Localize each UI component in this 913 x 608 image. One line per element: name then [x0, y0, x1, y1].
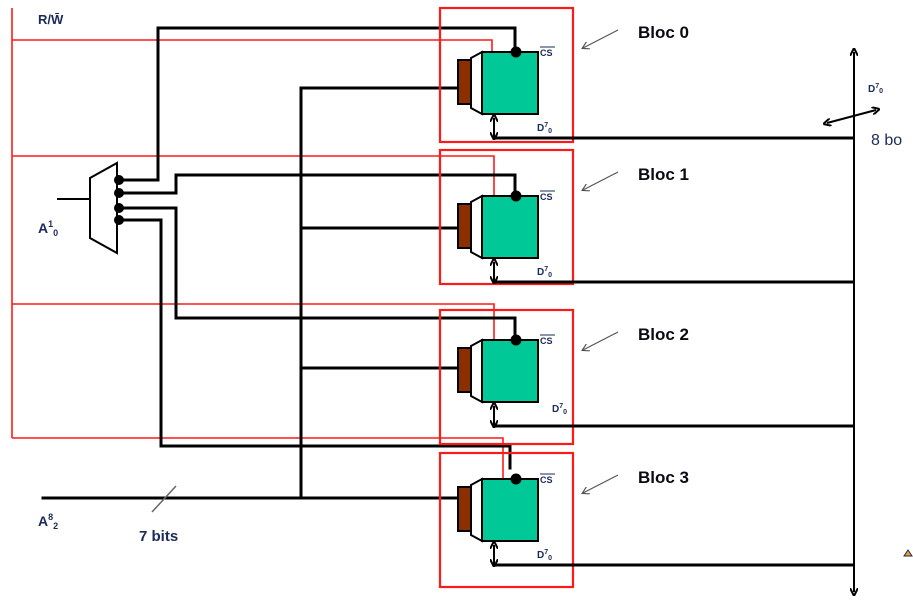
cs-connection-dot	[510, 334, 522, 346]
data-wire	[492, 136, 854, 140]
cs-connection-dot	[510, 473, 522, 485]
cs-label: CS	[540, 475, 553, 485]
cs-label: CS	[540, 336, 553, 346]
block-outline	[438, 451, 575, 589]
pointer-arrow-icon	[583, 474, 619, 493]
chip-select-wires	[117, 26, 517, 470]
address-decoder	[57, 161, 124, 255]
connector-icon	[457, 203, 472, 249]
bus-width-label: 7 bits	[139, 528, 178, 545]
adapter-shape	[470, 50, 483, 116]
data-bus-width-label: 8 bo	[871, 132, 902, 149]
cursor-marker-icon	[903, 549, 913, 557]
memory-block-2: CS D70 Bloc 2	[438, 308, 854, 446]
cs-connection-dot	[510, 190, 522, 202]
cs-label: CS	[540, 192, 553, 202]
adapter-shape	[470, 194, 483, 260]
data-wire	[492, 280, 854, 284]
memory-chip	[481, 478, 539, 542]
data-label: D70	[537, 266, 552, 279]
block-outline	[438, 308, 575, 446]
pointer-arrow-icon	[583, 171, 619, 190]
a82-label: A82	[38, 512, 58, 531]
data-wire	[492, 563, 854, 567]
adapter-shape	[470, 338, 483, 404]
data-label: D70	[537, 549, 552, 562]
memory-block-0: CS D70 Bloc 0	[438, 6, 854, 144]
cs-connection-dot	[510, 46, 522, 58]
block-label: Bloc 3	[638, 468, 689, 487]
connector-icon	[457, 486, 472, 532]
a10-label: A10	[38, 219, 58, 238]
adapter-shape	[470, 477, 483, 543]
rw-label: R/W̄	[38, 12, 64, 27]
data-bus-label: D70	[868, 83, 883, 95]
pointer-arrow-icon	[583, 331, 619, 350]
data-label: D70	[552, 403, 567, 416]
cs-label: CS	[540, 48, 553, 58]
memory-block-3: CS D70 Bloc 3	[438, 451, 854, 589]
block-outline	[438, 148, 575, 286]
data-wire	[492, 424, 854, 428]
block-label: Bloc 0	[638, 23, 689, 42]
rw-enable-wires	[11, 8, 504, 480]
data-label: D70	[537, 122, 552, 135]
pointer-arrow-icon	[583, 29, 619, 48]
memory-chip	[481, 339, 539, 403]
block-outline	[438, 6, 575, 144]
block-label: Bloc 1	[638, 165, 689, 184]
connector-icon	[457, 59, 472, 105]
memory-block-1: CS D70 Bloc 1	[438, 148, 854, 286]
block-label: Bloc 2	[638, 325, 689, 344]
data-bus	[827, 52, 876, 592]
address-bus	[41, 86, 460, 513]
connector-icon	[457, 347, 472, 393]
memory-chip	[481, 195, 539, 259]
memory-chip	[481, 51, 539, 115]
